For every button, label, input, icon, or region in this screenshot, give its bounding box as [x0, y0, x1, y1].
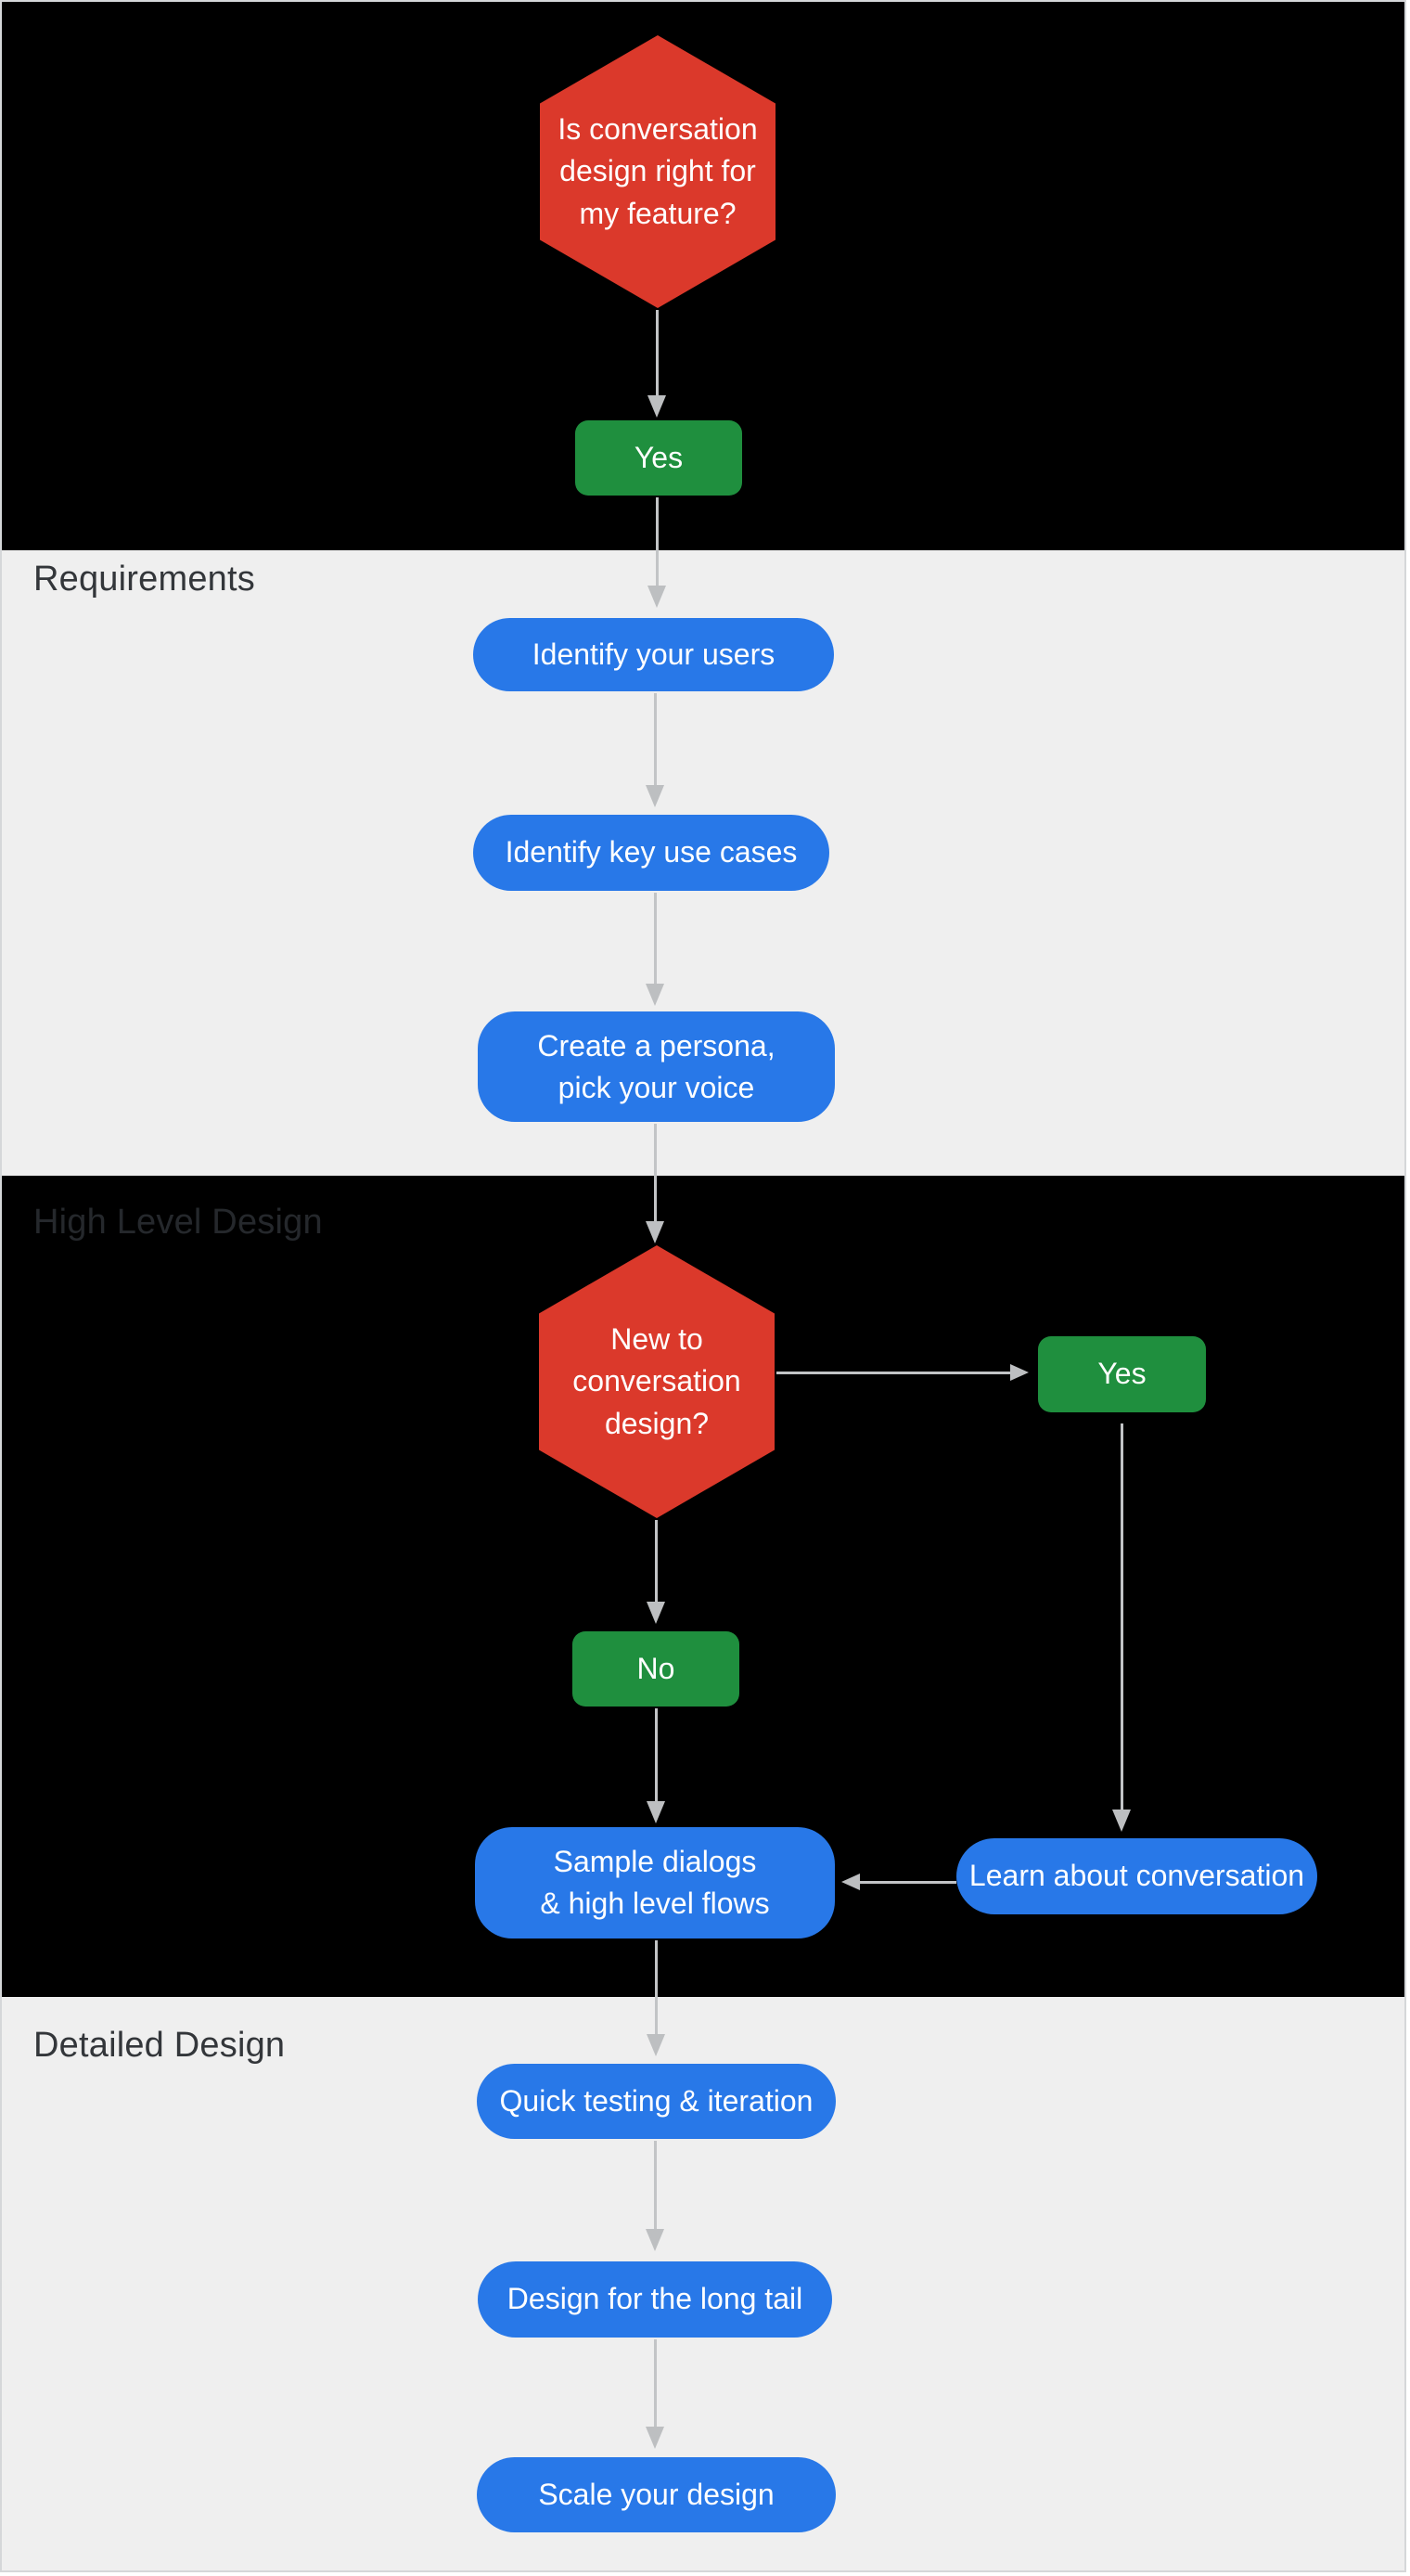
step-identify-your-users[interactable]: Identify your users — [473, 618, 834, 691]
arrow-down-icon — [646, 785, 664, 807]
step-label: Scale your design — [538, 2477, 775, 2511]
step-label: Identify your users — [532, 637, 776, 671]
decision-text-line: my feature? — [579, 196, 737, 230]
step-learn-about-conversation[interactable]: Learn about conversation — [956, 1838, 1317, 1914]
step-label: Learn about conversation — [968, 1859, 1305, 1893]
button-no-new[interactable]: No — [572, 1631, 739, 1707]
section-label-high-level-design: High Level Design — [33, 1203, 323, 1242]
arrow-down-icon — [646, 1221, 664, 1243]
step-quick-testing[interactable]: Quick testing & iteration — [477, 2064, 836, 2139]
arrow-line — [654, 893, 657, 984]
step-sample-dialogs[interactable]: Sample dialogs & high level flows — [475, 1827, 835, 1938]
step-label: Quick testing & iteration — [499, 2083, 814, 2118]
button-yes-start[interactable]: Yes — [575, 420, 742, 496]
decision-text-line: New to — [610, 1321, 703, 1356]
arrow-line — [655, 1520, 658, 1602]
section-label-detailed-design: Detailed Design — [33, 2026, 286, 2065]
arrow-line — [655, 1708, 658, 1801]
arrow-right-icon — [1010, 1364, 1029, 1381]
step-create-persona[interactable]: Create a persona, pick your voice — [478, 1011, 835, 1122]
arrow-down-icon — [647, 1801, 665, 1823]
arrow-down-icon — [647, 586, 666, 608]
arrow-down-icon — [646, 984, 664, 1006]
step-design-long-tail[interactable]: Design for the long tail — [478, 2261, 832, 2338]
arrow-down-icon — [1112, 1810, 1131, 1832]
arrow-line — [654, 693, 657, 785]
arrow-down-icon — [647, 2034, 665, 2056]
arrow-line — [656, 310, 659, 395]
section-label-requirements: Requirements — [33, 560, 255, 599]
button-yes-new[interactable]: Yes — [1038, 1336, 1206, 1412]
step-label-line: Create a persona, — [537, 1028, 776, 1063]
button-label: Yes — [1097, 1357, 1147, 1391]
arrow-left-icon — [841, 1874, 860, 1890]
step-identify-key-use-cases[interactable]: Identify key use cases — [473, 815, 829, 891]
step-label-line: Sample dialogs — [553, 1845, 757, 1879]
button-label: Yes — [634, 440, 684, 474]
step-label-line: & high level flows — [540, 1887, 770, 1920]
button-label: No — [636, 1651, 675, 1685]
decision-text-line: Is conversation — [558, 111, 758, 146]
step-label-line: pick your voice — [558, 1070, 755, 1104]
arrow-line — [654, 2141, 657, 2229]
arrow-line — [1121, 1423, 1123, 1810]
arrow-line — [655, 1940, 658, 2034]
arrow-line — [654, 1124, 657, 1221]
step-label: Identify key use cases — [505, 835, 798, 869]
step-scale-your-design[interactable]: Scale your design — [477, 2457, 836, 2532]
arrow-line — [656, 497, 659, 586]
arrow-line — [860, 1881, 956, 1884]
arrow-down-icon — [647, 1602, 665, 1624]
decision-text-line: conversation — [572, 1364, 741, 1398]
decision-text-line: design? — [604, 1406, 710, 1440]
arrow-down-icon — [646, 2229, 664, 2251]
decision-text-line: design right for — [559, 154, 756, 188]
arrow-down-icon — [647, 395, 666, 418]
arrow-line — [776, 1372, 1010, 1374]
step-label: Design for the long tail — [506, 2282, 803, 2316]
arrow-line — [654, 2339, 657, 2427]
arrow-down-icon — [646, 2427, 664, 2449]
